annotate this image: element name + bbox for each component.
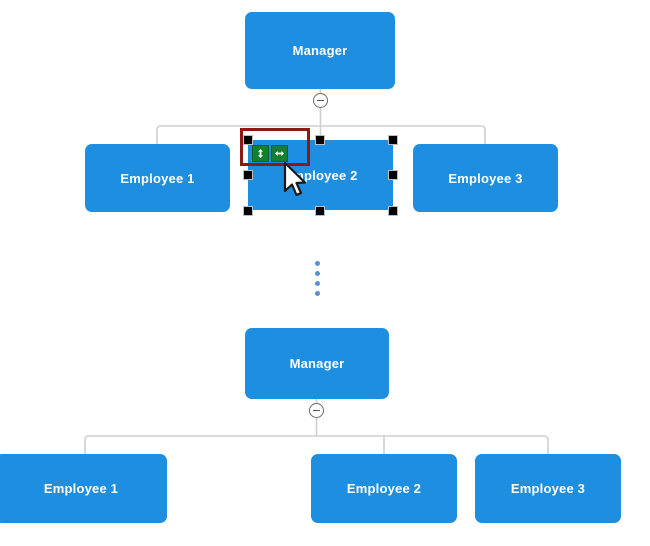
divider-dot bbox=[315, 271, 320, 276]
arrows-vertical-icon bbox=[258, 149, 263, 158]
node-employee-2-bottom[interactable]: Employee 2 bbox=[311, 454, 457, 523]
node-label: Employee 1 bbox=[43, 481, 119, 496]
node-employee-3-bottom[interactable]: Employee 3 bbox=[475, 454, 621, 523]
node-employee-2-top[interactable]: Employee 2 bbox=[248, 140, 393, 210]
resize-handle-n[interactable] bbox=[315, 135, 325, 145]
node-label: Manager bbox=[289, 356, 345, 371]
node-label: Employee 2 bbox=[283, 167, 358, 183]
resize-horizontal-button[interactable] bbox=[271, 145, 288, 162]
node-label: Employee 1 bbox=[120, 170, 195, 186]
node-manager-top[interactable]: Manager bbox=[245, 12, 395, 89]
node-manager-bottom[interactable]: Manager bbox=[245, 328, 389, 399]
node-label: Employee 3 bbox=[448, 170, 523, 186]
resize-handle-nw[interactable] bbox=[243, 135, 253, 145]
divider-dot bbox=[315, 291, 320, 296]
annotation-rectangle bbox=[240, 128, 310, 166]
arrows-horizontal-icon bbox=[275, 151, 284, 156]
node-label: Employee 3 bbox=[510, 481, 586, 496]
resize-handle-se[interactable] bbox=[388, 206, 398, 216]
resize-handle-e[interactable] bbox=[388, 170, 398, 180]
resize-handle-s[interactable] bbox=[315, 206, 325, 216]
resize-handle-ne[interactable] bbox=[388, 135, 398, 145]
node-employee-1-bottom[interactable]: Employee 1 bbox=[0, 454, 167, 523]
vertical-dots-divider bbox=[315, 261, 320, 296]
collapse-toggle-bottom[interactable] bbox=[309, 403, 324, 418]
minus-circle-icon bbox=[313, 410, 320, 411]
resize-toolbar[interactable] bbox=[252, 145, 288, 162]
node-label: Manager bbox=[292, 43, 348, 58]
node-employee-3-top[interactable]: Employee 3 bbox=[413, 144, 558, 212]
minus-circle-icon bbox=[317, 100, 324, 101]
resize-handle-sw[interactable] bbox=[243, 206, 253, 216]
node-employee-1-top[interactable]: Employee 1 bbox=[85, 144, 230, 212]
collapse-toggle-top[interactable] bbox=[313, 93, 328, 108]
node-label: Employee 2 bbox=[346, 481, 422, 496]
divider-dot bbox=[315, 281, 320, 286]
resize-vertical-button[interactable] bbox=[252, 145, 269, 162]
resize-handle-w[interactable] bbox=[243, 170, 253, 180]
divider-dot bbox=[315, 261, 320, 266]
